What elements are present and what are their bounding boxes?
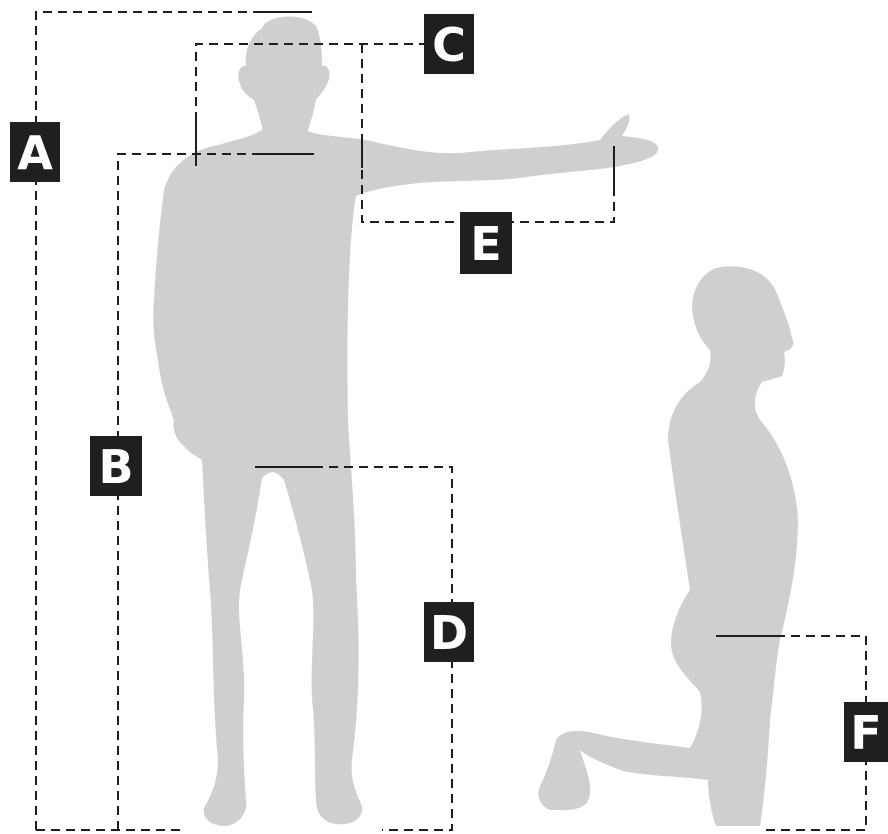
kneeling-figure-body [538,266,798,826]
standing-figure [153,16,658,826]
badge-a: A [10,122,60,182]
badge-b: B [90,436,142,496]
badge-c: C [424,14,474,74]
badge-c-label: C [432,18,466,72]
badge-f-label: F [850,706,881,760]
standing-figure-body [153,114,658,826]
badge-f: F [844,702,888,762]
badge-d: D [424,602,474,662]
kneeling-figure [538,266,798,826]
standing-figure-head [238,16,329,136]
badge-e-label: E [470,217,501,271]
badge-a-label: A [17,126,53,180]
badge-d-label: D [430,606,468,660]
badge-e: E [460,212,512,274]
badge-b-label: B [98,440,133,494]
